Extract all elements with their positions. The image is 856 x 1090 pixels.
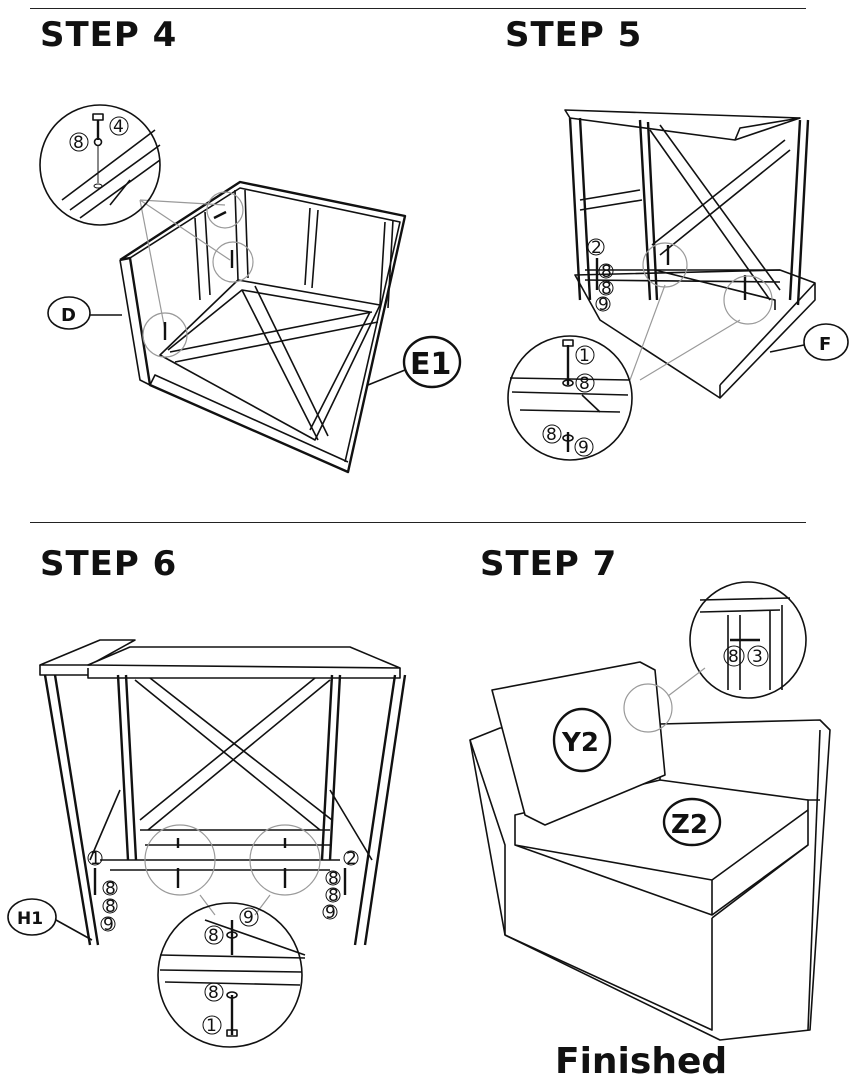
- step-5-title: STEP 5: [505, 15, 643, 55]
- step-6-title: STEP 6: [40, 544, 178, 584]
- hardware-8-callout-b: 8: [542, 424, 562, 445]
- hardware-3-callout: 3: [747, 645, 769, 667]
- hardware-1-callout: 1: [202, 1015, 222, 1036]
- part-z2-label: Z2: [662, 797, 722, 847]
- part-f-label: F: [769, 323, 849, 361]
- part-y2-label: Y2: [552, 707, 612, 773]
- hardware-side-callouts: 8 8 9: [595, 262, 614, 315]
- step-7-detail-circle: [689, 581, 807, 699]
- hardware-8-callout: 8: [69, 132, 89, 153]
- svg-text:1: 1: [90, 849, 101, 869]
- svg-text:2: 2: [346, 849, 357, 869]
- svg-text:2: 2: [591, 238, 602, 258]
- svg-text:8: 8: [579, 374, 590, 394]
- svg-text:8: 8: [208, 926, 219, 946]
- svg-text:Y2: Y2: [561, 728, 599, 758]
- svg-text:8: 8: [105, 879, 116, 899]
- svg-text:8: 8: [601, 262, 612, 282]
- svg-text:3: 3: [752, 647, 763, 667]
- svg-text:9: 9: [325, 903, 336, 923]
- svg-text:4: 4: [113, 117, 124, 137]
- svg-text:Z2: Z2: [671, 810, 708, 840]
- svg-text:8: 8: [73, 133, 84, 153]
- part-e1-label: E1: [367, 335, 462, 389]
- right-leg-callouts: 2 8 8 9: [322, 849, 359, 923]
- svg-text:1: 1: [206, 1016, 217, 1036]
- top-divider: [30, 8, 806, 9]
- hardware-8-callout-a: 8: [204, 925, 224, 946]
- part-h1-label: H1: [7, 898, 93, 941]
- hardware-9-callout: 9: [574, 437, 594, 458]
- hardware-9-callout: 9: [239, 907, 259, 928]
- svg-text:9: 9: [578, 438, 589, 458]
- step-4-title: STEP 4: [40, 15, 178, 55]
- step-4-detail-circle: [39, 104, 161, 226]
- svg-text:9: 9: [103, 915, 114, 935]
- svg-text:9: 9: [598, 295, 609, 315]
- svg-text:D: D: [61, 305, 76, 326]
- svg-text:9: 9: [243, 908, 254, 928]
- hardware-1-callout: 1: [575, 345, 595, 366]
- svg-text:8: 8: [546, 425, 557, 445]
- svg-text:E1: E1: [410, 347, 451, 382]
- step-4-diagram: 4 8 D E1: [39, 104, 462, 474]
- step-6-diagram: 9 8 8 1 1 8 8 9 2 8 8 9 H1: [7, 639, 407, 1048]
- step-7-diagram: 8 3 Y2 Z2: [469, 581, 831, 1041]
- step-5-diagram: 1 8 8 9 2 8 8 9 F: [507, 109, 849, 461]
- svg-text:8: 8: [328, 886, 339, 906]
- svg-text:8: 8: [208, 983, 219, 1003]
- step-7-title: STEP 7: [480, 544, 618, 584]
- hardware-4-callout: 4: [109, 116, 129, 137]
- hardware-2-callout: 2: [587, 238, 605, 258]
- hardware-8-callout-a: 8: [575, 373, 595, 394]
- hardware-8-callout: 8: [723, 645, 745, 667]
- step-6-detail-circle: [157, 902, 303, 1048]
- finished-label: Finished: [555, 1041, 728, 1082]
- hardware-8-callout-b: 8: [204, 982, 224, 1003]
- svg-text:8: 8: [601, 279, 612, 299]
- svg-text:H1: H1: [17, 909, 43, 929]
- middle-divider: [30, 522, 806, 523]
- step-5-detail-circle: [507, 335, 633, 461]
- svg-text:8: 8: [105, 897, 116, 917]
- svg-text:F: F: [819, 334, 831, 355]
- part-d-label: D: [47, 296, 122, 330]
- svg-text:1: 1: [579, 346, 590, 366]
- svg-text:8: 8: [728, 647, 739, 667]
- back-cushion-y2: [491, 661, 666, 826]
- svg-text:8: 8: [328, 869, 339, 889]
- left-leg-callouts: 1 8 8 9: [87, 849, 118, 935]
